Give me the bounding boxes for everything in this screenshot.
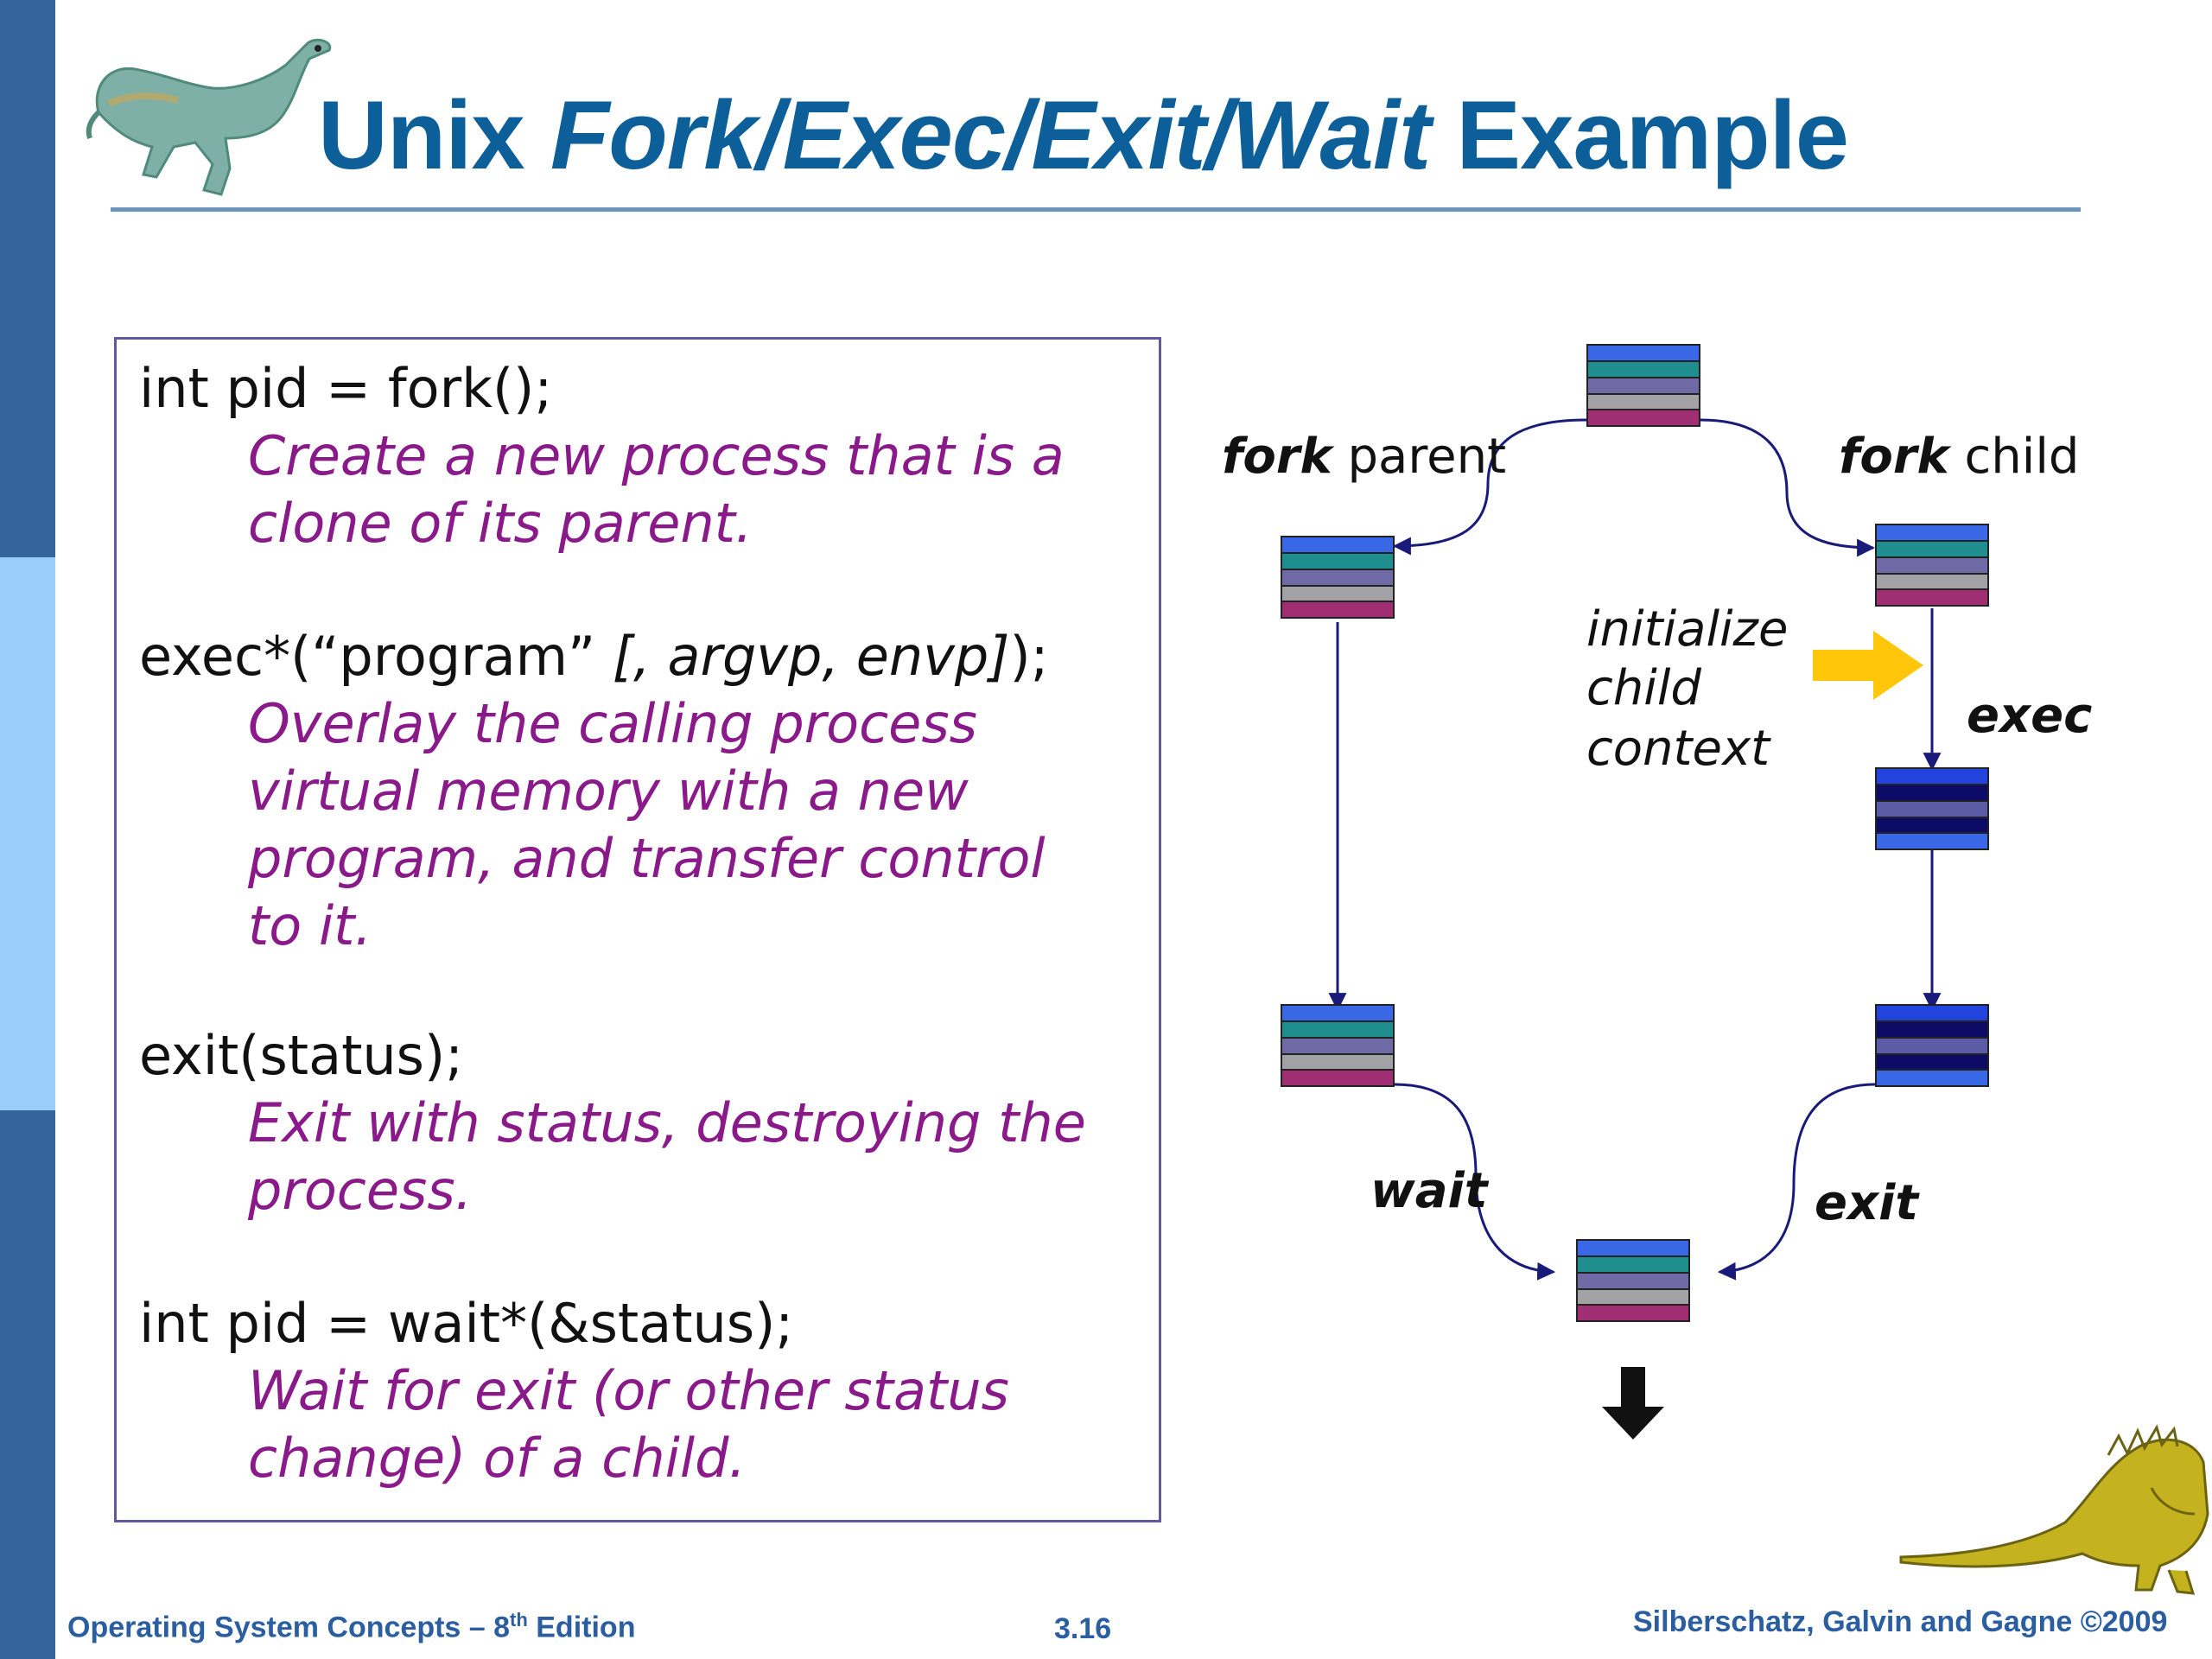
footer-page-number: 3.16	[1054, 1612, 1112, 1645]
exec-label: exec	[1967, 688, 2093, 744]
sidebar-band-bottom	[0, 1110, 55, 1659]
initialize-label-line-2: child	[1586, 660, 1701, 716]
exec-code-line: exec*(“program” [, argvp, envp]);	[139, 625, 1049, 688]
process-stack-top	[1586, 344, 1700, 427]
page-title: Unix Fork/Exec/Exit/Wait Example	[318, 81, 1849, 189]
continue-down-arrow-icon	[1602, 1367, 1664, 1440]
exec-description-line-2: virtual memory with a new	[248, 760, 969, 823]
sidebar-band-middle	[0, 557, 55, 1110]
wait-code-line: int pid = wait*(&status);	[139, 1292, 794, 1355]
fork-code-line: int pid = fork();	[139, 357, 553, 420]
sidebar-band-top	[0, 0, 55, 557]
exec-description-line-3: program, and transfer control	[248, 827, 1046, 890]
wait-description-line-1: Wait for exit (or other status	[248, 1359, 1009, 1422]
exec-description-line-1: Overlay the calling process	[248, 692, 977, 755]
fork-child-arrow	[1700, 418, 1876, 557]
process-stack-parent	[1281, 536, 1395, 619]
exit-description-line-1: Exit with status, destroying the	[248, 1091, 1086, 1154]
exec-description-line-4: to it.	[248, 894, 372, 957]
title-divider	[111, 207, 2081, 212]
exit-code-line: exit(status);	[139, 1024, 464, 1087]
fork-description-line-1: Create a new process that is a	[248, 424, 1065, 487]
process-stack-parent-waiting	[1281, 1004, 1395, 1087]
fork-parent-arrow	[1392, 418, 1587, 556]
process-stack-child-exiting	[1875, 1004, 1989, 1087]
code-explanation-box: int pid = fork(); Create a new process t…	[114, 337, 1161, 1522]
exit-arrow	[1717, 1083, 1876, 1281]
wait-arrow	[1394, 1083, 1556, 1281]
dinosaur-footer-icon	[1899, 1424, 2209, 1595]
process-stack-child	[1875, 524, 1989, 607]
footer-copyright: Silberschatz, Galvin and Gagne ©2009	[1633, 1605, 2168, 1638]
fork-description-line-2: clone of its parent.	[248, 492, 753, 555]
dinosaur-logo-icon	[86, 38, 332, 196]
initialize-label-line-1: initialize	[1586, 601, 1789, 658]
exit-label: exit	[1815, 1175, 1919, 1231]
title-italic-part: Fork/Exec/Exit/Wait	[550, 81, 1431, 189]
fork-child-label: fork child	[1839, 429, 2080, 485]
process-stack-exec	[1875, 767, 1989, 850]
wait-label: wait	[1370, 1163, 1488, 1219]
initialize-arrow-icon	[1813, 631, 1923, 700]
initialize-label-line-3: context	[1586, 721, 1770, 777]
fork-parent-label: fork parent	[1222, 429, 1507, 485]
process-stack-bottom	[1576, 1239, 1690, 1322]
exit-description-line-2: process.	[248, 1159, 473, 1222]
footer-book-title: Operating System Concepts – 8th Edition	[67, 1609, 636, 1644]
wait-description-line-2: change) of a child.	[248, 1427, 747, 1490]
